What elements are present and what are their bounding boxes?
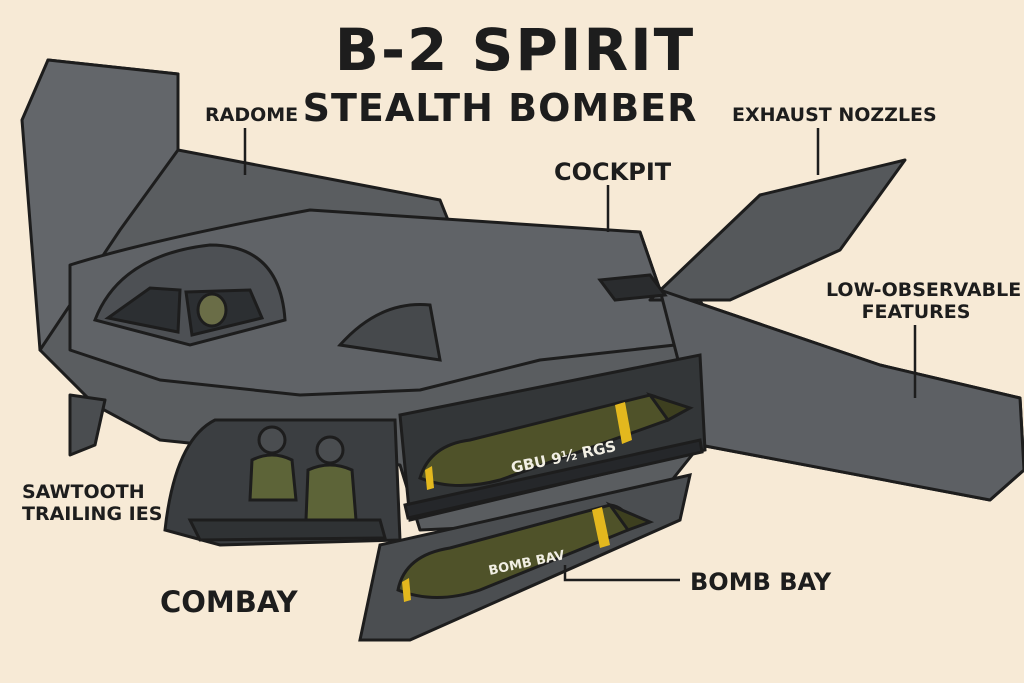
canopy (92, 243, 287, 347)
exhaust-slot-upper (597, 273, 668, 302)
label-sawtooth-line2: TRAILING IES (22, 503, 163, 525)
leader-lines (243, 128, 917, 582)
engine-intake (337, 273, 668, 362)
label-combay: COMBAY (160, 585, 298, 619)
crew-member-2 (304, 435, 358, 522)
canopy-window-left (104, 286, 182, 334)
crew-1-body (248, 453, 298, 502)
bomb-upper-band-1 (615, 402, 632, 444)
bomb-bay-leader (563, 565, 680, 582)
label-cockpit: COCKPIT (554, 158, 672, 186)
bomb-upper-tail (646, 392, 694, 422)
label-low-observable-line1: LOW-OBSERVABLE (826, 279, 1022, 301)
crew-member-1 (248, 425, 298, 502)
label-low-observable-line2: FEATURES (861, 301, 971, 323)
bay-rail (403, 438, 704, 520)
crew-compartment (163, 418, 402, 547)
crew-bay-floor (187, 518, 387, 542)
bomb-upper (418, 392, 694, 490)
bomb-lower-nose-band (402, 578, 411, 602)
crew-1-helmet (257, 425, 287, 455)
pilot-head-canopy (196, 292, 228, 328)
label-exhaust-nozzles: EXHAUST NOZZLES (732, 104, 937, 126)
label-radome: RADOME (205, 104, 299, 126)
crew-2-helmet (315, 435, 345, 465)
airframe (20, 58, 1024, 532)
left-wingtip (20, 58, 180, 352)
bomb-upper-nose-band (425, 466, 434, 490)
label-sawtooth-line1: SAWTOOTH (22, 481, 145, 503)
nose-landing-gear (68, 393, 107, 457)
bombs (396, 392, 694, 602)
intake-hump (337, 303, 442, 362)
label-bomb-bay: BOMB BAY (690, 568, 832, 596)
bomb-lower-tail (605, 501, 655, 532)
page-subtitle: STEALTH BOMBER (302, 86, 698, 130)
bomb-lower (396, 501, 655, 602)
page-title: B-2 SPIRIT (334, 16, 696, 84)
crew-2-body (304, 463, 358, 522)
bomb-lower-band-1 (592, 507, 610, 548)
right-tail-panel (648, 158, 907, 302)
